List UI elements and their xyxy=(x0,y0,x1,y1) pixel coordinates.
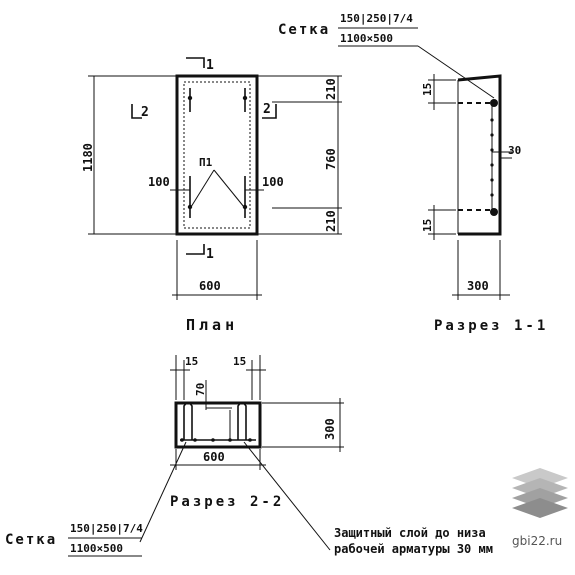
mesh-label-text: Сетка xyxy=(278,22,330,38)
mesh-label-text-bottom: Сетка xyxy=(5,532,57,548)
cover-note: Защитный слой до низа рабочей арматуры 3… xyxy=(334,526,493,556)
section-2-2: 15 15 70 300 600 Разрез 2-2 xyxy=(139,355,344,551)
dim-1-1-bottom-15: 15 xyxy=(421,219,434,232)
u-bar-left xyxy=(183,402,193,440)
hinge-label: П1 xyxy=(199,156,213,169)
dim-top-210: 210 xyxy=(324,78,338,100)
dim-total-height: 1180 xyxy=(81,143,95,172)
hinge-leader-right xyxy=(213,169,245,208)
dim-mid-760: 760 xyxy=(324,148,338,170)
dim-1-1-300: 300 xyxy=(467,279,489,293)
watermark-text: gbi22.ru xyxy=(512,534,562,548)
plan-view: П1 1 1 2 2 1180 210 760 210 100 100 xyxy=(81,57,342,334)
mesh-label-top: Сетка 150|250|7/4 1100×500 xyxy=(278,12,495,99)
section-2-marker-left xyxy=(131,104,142,119)
cover-leader xyxy=(243,441,331,551)
section-2-2-outline xyxy=(174,401,262,449)
section-2-marker-right xyxy=(262,104,277,119)
section-1-1: 15 15 30 300 Разрез 1-1 xyxy=(421,74,548,334)
note-line-2: рабочей арматуры 30 мм xyxy=(334,542,493,556)
svg-text:2: 2 xyxy=(141,105,149,120)
mesh-numerator: 150|250|7/4 xyxy=(340,12,413,25)
mesh-denominator: 1100×500 xyxy=(340,32,393,45)
dim-2-2-600: 600 xyxy=(203,450,225,464)
mesh-numerator-bottom: 150|250|7/4 xyxy=(70,522,143,535)
section-1-1-outline xyxy=(457,74,502,236)
svg-text:2: 2 xyxy=(263,102,271,117)
mesh-outline xyxy=(183,81,251,229)
svg-text:1: 1 xyxy=(206,58,214,73)
hinge-leader-left xyxy=(190,169,215,208)
mesh-leader-bottom xyxy=(139,441,187,543)
note-line-1: Защитный слой до низа xyxy=(334,526,486,540)
section-2-2-title: Разрез 2-2 xyxy=(170,494,284,510)
dim-1-1-30: 30 xyxy=(508,144,521,157)
dim-width-600: 600 xyxy=(199,279,221,293)
watermark-logo: gbi22.ru xyxy=(512,468,568,548)
section-1-marker-bottom xyxy=(186,244,205,255)
slab-outline xyxy=(175,74,259,236)
section-1-1-title: Разрез 1-1 xyxy=(434,318,548,334)
plan-title: План xyxy=(186,316,238,334)
dim-2-2-300: 300 xyxy=(323,418,337,440)
mesh-denominator-bottom: 1100×500 xyxy=(70,542,123,555)
dim-2-2-70: 70 xyxy=(194,383,207,396)
svg-text:1: 1 xyxy=(206,247,214,262)
mesh-label-bottom: Сетка 150|250|7/4 1100×500 xyxy=(5,522,143,557)
dim-2-2-right-15: 15 xyxy=(233,355,246,368)
section-1-marker-top xyxy=(186,57,205,68)
u-bar-right xyxy=(237,402,247,440)
dim-bottom-210: 210 xyxy=(324,210,338,232)
dim-2-2-left-15: 15 xyxy=(185,355,198,368)
mesh-leader-top xyxy=(417,45,495,99)
dim-1-1-top-15: 15 xyxy=(421,83,434,96)
dim-left-100: 100 xyxy=(148,175,170,189)
dim-right-100: 100 xyxy=(262,175,284,189)
